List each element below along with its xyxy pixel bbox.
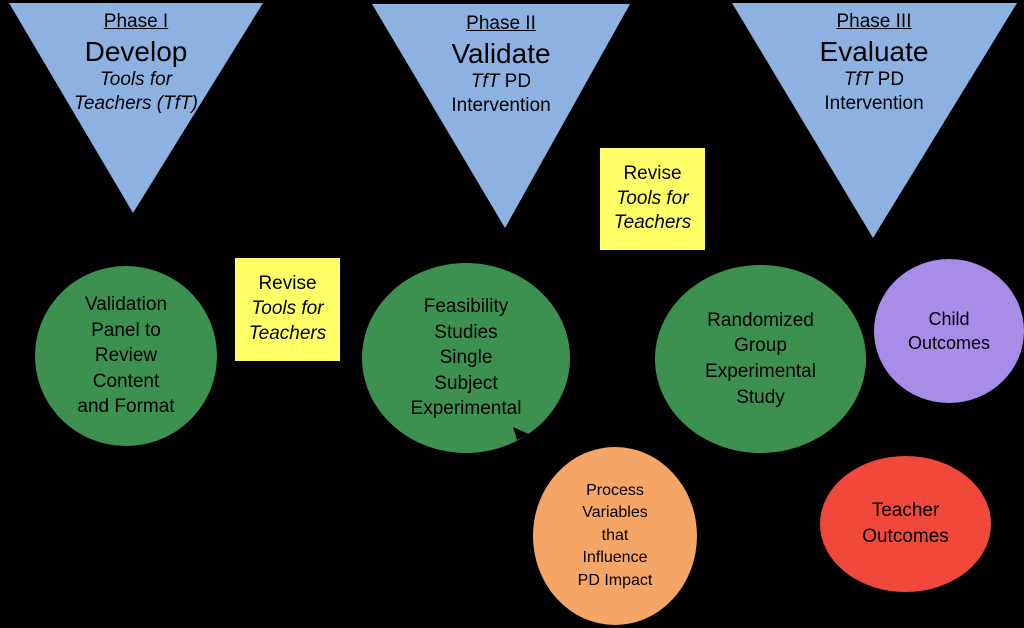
phase1-label: Phase I [103,11,169,32]
phase2-text: Phase II Validate TfT PD Intervention [405,12,597,117]
phase3-title: Evaluate [819,35,929,67]
phase1-title: Develop [84,35,188,67]
phase3-subtitle-line1: TfT PD [843,69,905,91]
revise-box-2-line1: Revise [623,162,682,184]
phase3-label: Phase III [836,11,912,32]
phase1-subtitle-line1: Tools for [99,69,173,91]
revise-box-1-line1: Revise [258,273,317,295]
phase3-subtitle-line2: Intervention [824,92,924,114]
phase2-title: Validate [451,37,551,69]
phase3-text: Phase III Evaluate TfT PD Intervention [778,10,970,115]
phase1-text: Phase I Develop Tools for Teachers (TfT) [40,10,232,115]
phase1-subtitle-line2: Teachers (TfT) [74,92,198,114]
phase2-subtitle-line2: Intervention [451,94,551,116]
phase3-triangle [732,3,1017,238]
phase2-triangle [372,4,630,228]
phase2-subtitle-line1: TfT PD [470,71,532,93]
phase1-triangle [9,3,263,213]
phase2-label: Phase II [466,13,536,34]
